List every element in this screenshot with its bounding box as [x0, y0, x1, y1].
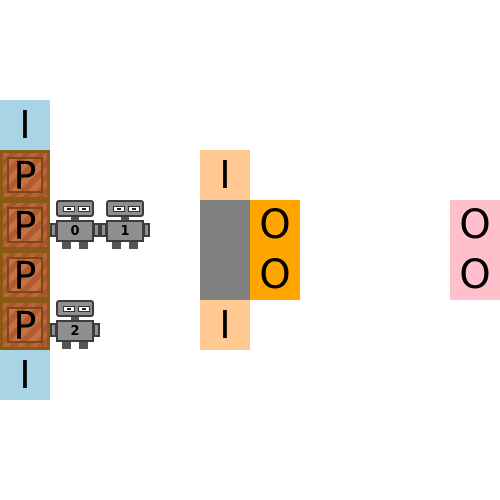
robot-arm: [93, 323, 100, 337]
robot-body: 2: [56, 320, 94, 342]
robot-head: [56, 200, 94, 217]
robot-2[interactable]: 2: [50, 300, 100, 350]
crate-label: P: [13, 304, 37, 348]
robot-head: [106, 200, 144, 217]
crate-label: P: [13, 254, 37, 298]
robot-eye-icon: [78, 306, 90, 312]
robot-leg: [129, 242, 138, 249]
target-output-tile[interactable]: O: [450, 200, 500, 250]
machine-block[interactable]: [200, 200, 250, 300]
machine-input-port-bottom: I: [200, 300, 250, 350]
machine-input-port-top: I: [200, 150, 250, 200]
input-label: I: [19, 353, 31, 397]
input-lane-bottom: I: [0, 350, 50, 400]
robot-number: 2: [70, 323, 80, 339]
robot-neck: [71, 217, 79, 221]
robot-eye-icon: [113, 206, 125, 212]
robot-neck: [121, 217, 129, 221]
machine-output-tile[interactable]: O: [250, 250, 300, 300]
crate[interactable]: P: [0, 250, 50, 300]
output-label: O: [259, 202, 291, 248]
crate[interactable]: P: [0, 200, 50, 250]
robot-body: 1: [106, 220, 144, 242]
target-output-tile[interactable]: O: [450, 250, 500, 300]
port-label: I: [219, 303, 231, 347]
robot-leg: [62, 242, 71, 249]
robot-neck: [71, 317, 79, 321]
crate-label: P: [13, 154, 37, 198]
robot-eye-icon: [128, 206, 140, 212]
robot-leg: [79, 242, 88, 249]
robot-eye-icon: [63, 206, 75, 212]
target-label: O: [459, 252, 491, 298]
crate[interactable]: P: [0, 300, 50, 350]
robot-eye-icon: [63, 306, 75, 312]
input-label: I: [19, 103, 31, 147]
robot-body: 0: [56, 220, 94, 242]
robot-arm: [143, 223, 150, 237]
robot-head: [56, 300, 94, 317]
crate-label: P: [13, 204, 37, 248]
input-lane-top: I: [0, 100, 50, 150]
target-label: O: [459, 202, 491, 248]
crate[interactable]: P: [0, 150, 50, 200]
robot-number: 1: [120, 223, 130, 239]
output-label: O: [259, 252, 291, 298]
robot-arm: [93, 223, 100, 237]
machine-output-tile[interactable]: O: [250, 200, 300, 250]
robot-leg: [112, 242, 121, 249]
robot-leg: [79, 342, 88, 349]
robot-1[interactable]: 1: [100, 200, 150, 250]
robot-leg: [62, 342, 71, 349]
robot-eye-icon: [78, 206, 90, 212]
robot-0[interactable]: 0: [50, 200, 100, 250]
port-label: I: [219, 153, 231, 197]
robot-number: 0: [70, 223, 80, 239]
